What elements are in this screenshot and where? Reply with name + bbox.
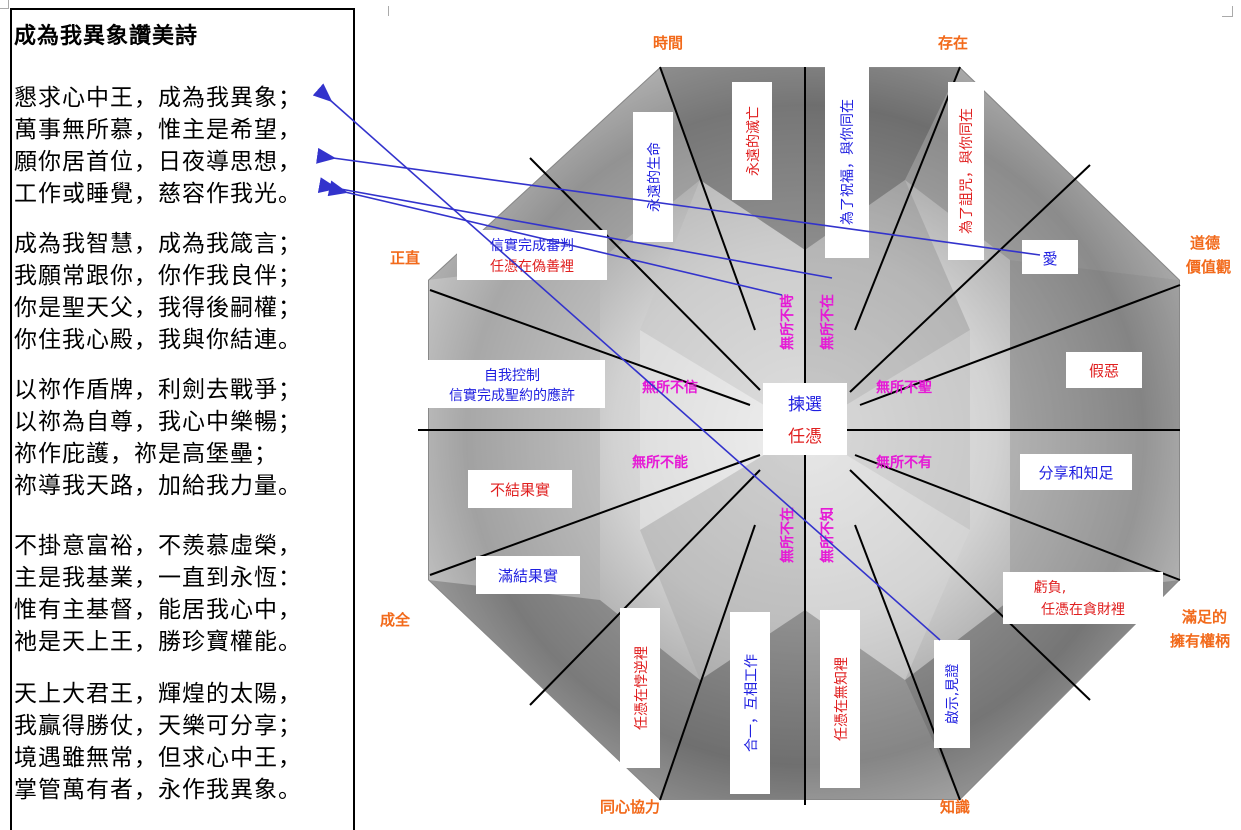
- stanza-5: 天上大君王，輝煌的太陽， 我贏得勝仗，天樂可分享； 境遇雖無常，但求心中王， 掌…: [14, 678, 302, 806]
- arrow-present: [317, 177, 833, 279]
- box-selfcontrol-2: 信實完成聖約的應許: [449, 387, 575, 404]
- vertical-boxes: 永遠的生命 永遠的滅亡 為了祝福，與你同在 為了詛咒，與你同在 任憑在悖逆裡 合…: [620, 66, 984, 794]
- box-work-together: 合一，互相工作: [744, 654, 760, 752]
- poem-line: 以祢為自尊，我心中樂暢；: [14, 409, 302, 435]
- label-morals-2: 價值觀: [1185, 258, 1231, 276]
- box-for-blessing: 為了祝福，與你同在: [840, 99, 856, 225]
- poem-line: 以祢作盾牌，利劍去戰爭；: [14, 377, 302, 403]
- stanza-4: 不掛意富裕，不羨慕虛榮， 主是我基業，一直到永恆： 惟有主基督，能居我心中， 祂…: [14, 530, 302, 658]
- horizontal-boxes: 信實完成審判 任憑在偽善裡 愛 自我控制 信實完成聖約的應許 假惡 分享和知足 …: [420, 230, 1163, 624]
- label-morals-1: 道德: [1190, 234, 1220, 252]
- box-eternal-death: 永遠的滅亡: [746, 106, 762, 176]
- center-choose: 揀選: [788, 395, 822, 415]
- poem-line: 祂是天上王，勝珍寶權能。: [14, 629, 302, 655]
- stanza-3: 以祢作盾牌，利劍去戰爭； 以祢為自尊，我心中樂暢； 祢作庇護，祢是高堡壘； 祢導…: [14, 374, 302, 502]
- label-time: 時間: [653, 34, 683, 52]
- inner-all-see: 無所不在: [779, 507, 796, 563]
- stanza-1: 懇求心中王，成為我異象； 萬事無所慕，惟主是希望， 願你居首位，日夜導思想， 工…: [14, 82, 302, 210]
- inner-all-know: 無所不知: [819, 507, 836, 563]
- poem-line: 你住我心殿，我與你結連。: [14, 327, 302, 353]
- box-judge-red: 任憑在偽善裡: [490, 259, 574, 275]
- inner-all-able: 無所不能: [632, 454, 688, 471]
- poem-line: 天上大君王，輝煌的太陽，: [14, 681, 302, 707]
- label-knowledge: 知識: [940, 798, 970, 816]
- box-revelation: 啟示,見證: [944, 664, 961, 724]
- poem-line: 你是聖天父，我得後嗣權；: [14, 295, 302, 321]
- poem-line: 願你居首位，日夜導思想，: [14, 149, 302, 175]
- box-greed-1: 虧負,: [1034, 580, 1066, 596]
- poem-line: 主是我基業，一直到永恆：: [14, 565, 302, 591]
- box-left-in-rebellion: 任憑在悖逆裡: [634, 646, 650, 730]
- box-no-fruit: 不結果實: [490, 481, 550, 499]
- arrow-time: [327, 180, 783, 296]
- inner-labels: 無所不時 無所不在 無所不信 無所不聖 無所不能 無所不有 無所不在 無所不知: [632, 294, 932, 563]
- page-corner-mark: [1222, 6, 1233, 17]
- poem-line: 祢導我天路，加給我力量。: [14, 473, 302, 499]
- box-love: 愛: [1042, 250, 1057, 268]
- poem-line: 我願常跟你，你作我良伴；: [14, 263, 302, 289]
- page-corner-mark: [0, 0, 9, 9]
- arrow-vision: [312, 83, 941, 641]
- stanza-2: 成為我智慧，成為我箴言； 我願常跟你，你作我良伴； 你是聖天父，我得後嗣權； 你…: [14, 228, 302, 356]
- page-corner-mark: [388, 6, 397, 16]
- poem-line: 惟有主基督，能居我心中，: [14, 597, 302, 623]
- box-for-curse: 為了詛咒，與你同在: [959, 108, 975, 234]
- poem-line: 成為我智慧，成為我箴言；: [14, 231, 302, 257]
- inner-all-faith: 無所不信: [642, 379, 698, 396]
- box-left-in-ignorance: 任憑在無知裡: [833, 657, 850, 741]
- box-greed-2: 任憑在貪財裡: [1041, 601, 1125, 618]
- poem-line: 工作或睡覺，慈容作我光。: [14, 181, 302, 207]
- inner-all-present: 無所不在: [819, 294, 836, 350]
- inner-all-holy: 無所不聖: [876, 379, 932, 396]
- arrows: [312, 83, 1041, 641]
- poem-line: 祢作庇護，祢是高堡壘；: [14, 441, 278, 467]
- box-share: 分享和知足: [1038, 464, 1113, 482]
- label-perfection: 成全: [380, 611, 411, 629]
- poem-line: 我贏得勝仗，天樂可分享；: [14, 713, 302, 739]
- poem-line: 不掛意富裕，不羨慕虛榮，: [14, 533, 302, 559]
- box-judge-blue: 信實完成審判: [490, 237, 574, 254]
- poem-panel: [10, 8, 355, 830]
- outer-labels: 時間 存在 正直 道德 價值觀 成全 滿足的 擁有權柄 同心協力 知識: [380, 34, 1231, 816]
- arrow-love: [316, 147, 1041, 256]
- box-full-fruit: 滿結果實: [498, 567, 558, 585]
- inner-all-have: 無所不有: [876, 454, 932, 471]
- poem-line: 境遇雖無常，但求心中王，: [14, 745, 302, 771]
- box-selfcontrol-1: 自我控制: [484, 368, 540, 384]
- poem-line: 懇求心中王，成為我異象；: [14, 85, 302, 111]
- label-satisfied-1: 滿足的: [1182, 608, 1227, 626]
- poem-title: 成為我異象讚美詩: [14, 24, 199, 49]
- poem-line: 掌管萬有者，永作我異象。: [14, 777, 302, 803]
- inner-all-time: 無所不時: [779, 294, 796, 350]
- label-unity: 同心協力: [600, 798, 660, 816]
- box-hypocrisy: 假惡: [1089, 362, 1119, 380]
- center-box: 揀選 任憑: [763, 383, 847, 455]
- label-righteous: 正直: [390, 249, 420, 267]
- label-satisfied-2: 擁有權柄: [1170, 632, 1230, 650]
- poem-line: 萬事無所慕，惟主是希望，: [14, 117, 302, 143]
- label-existence: 存在: [938, 34, 968, 52]
- box-eternal-life: 永遠的生命: [646, 142, 663, 212]
- center-let: 任憑: [788, 427, 822, 447]
